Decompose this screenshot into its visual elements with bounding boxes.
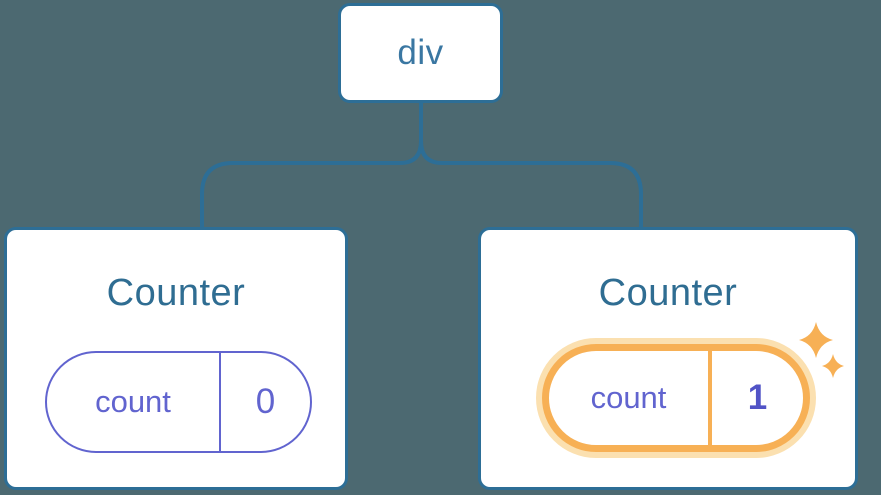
root-node-div: div: [338, 3, 503, 103]
connector-right-branch: [419, 103, 643, 227]
state-pill-left: count 0: [45, 351, 312, 453]
state-key-right: count: [549, 351, 712, 445]
state-pill-right-highlighted: count 1: [542, 344, 810, 452]
state-key-left: count: [47, 353, 221, 451]
connector-left-branch: [200, 103, 423, 227]
root-node-label: div: [397, 33, 444, 72]
state-value-left: 0: [255, 382, 276, 421]
counter-card-left: Counter count 0: [4, 227, 348, 490]
counter-title-right: Counter: [598, 272, 738, 314]
counter-card-right: Counter count 1: [478, 227, 858, 490]
counter-title-left: Counter: [106, 272, 246, 314]
state-value-right: 1: [747, 378, 768, 417]
